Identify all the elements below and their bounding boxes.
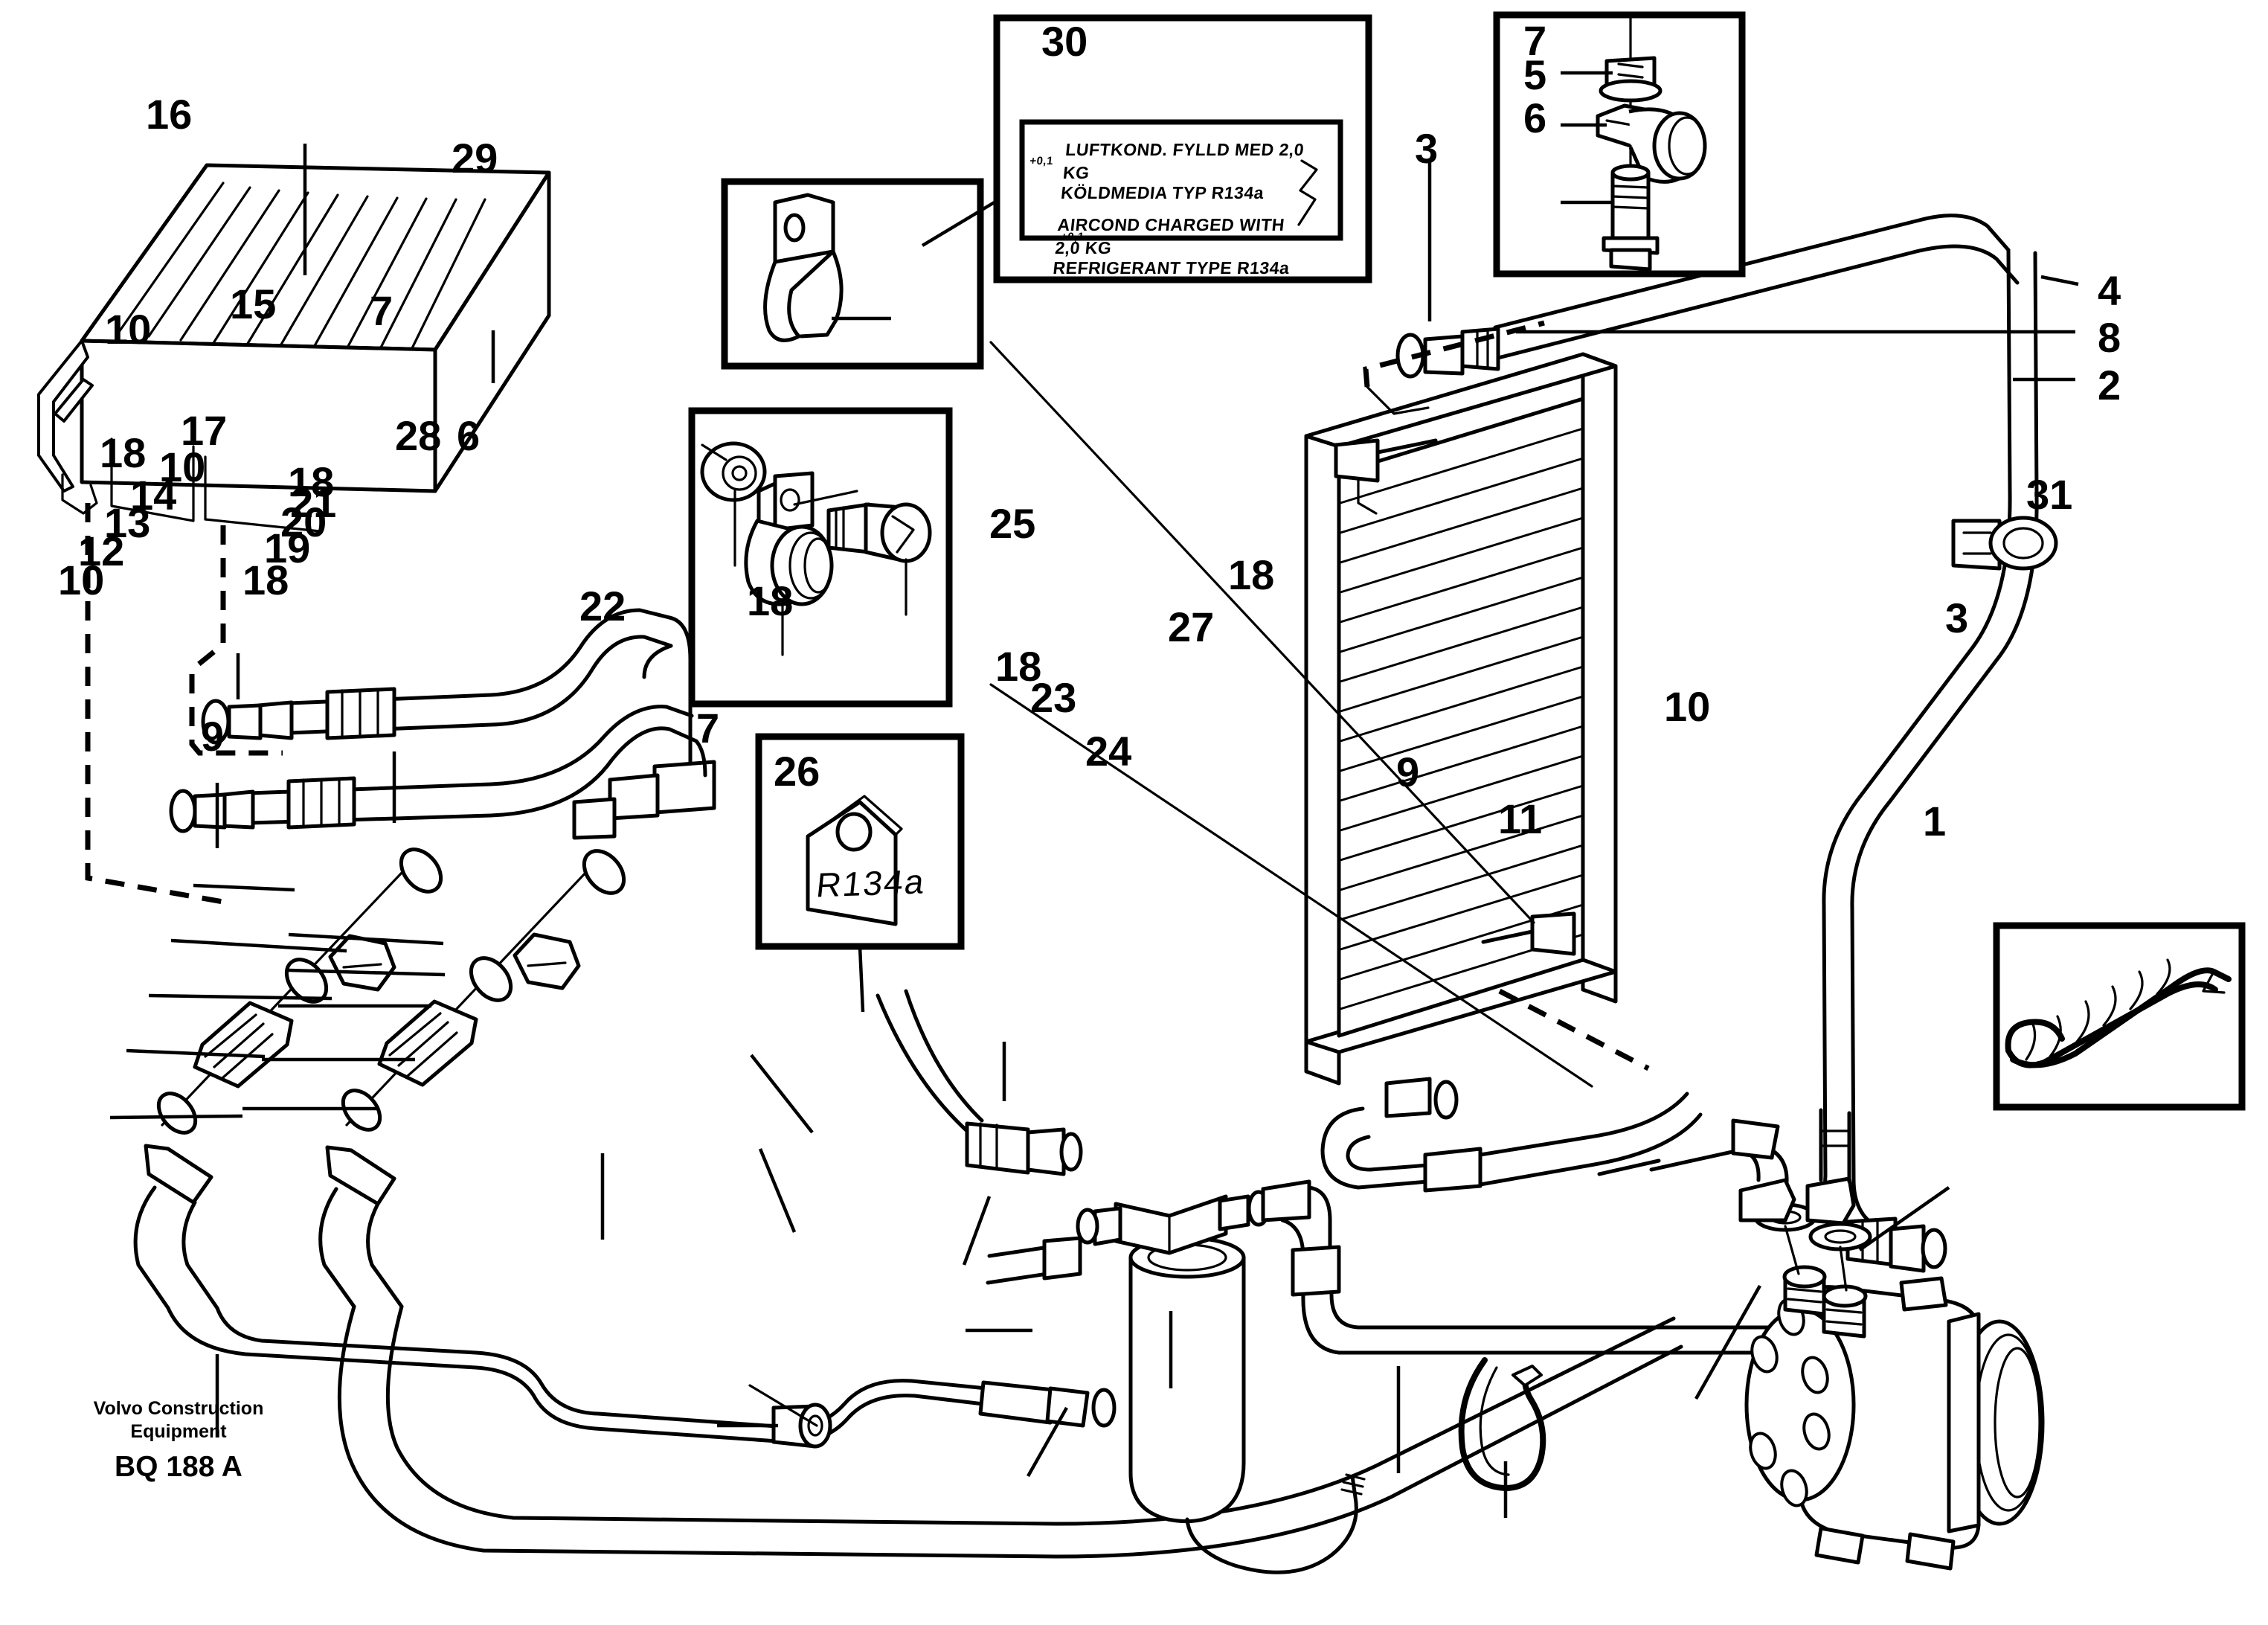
callout-20: 20 xyxy=(280,499,327,545)
leader-lines xyxy=(109,144,2079,1528)
callout-18-d: 18 xyxy=(747,577,794,624)
callout-9-a: 9 xyxy=(201,713,225,760)
fitting-stack-right xyxy=(318,849,626,1309)
r134a-plate-text: R134a xyxy=(814,862,928,905)
hose-elbows-right xyxy=(572,615,716,840)
decal-line2: KÖLDMEDIA TYP R134a xyxy=(1059,183,1265,203)
callout-2: 2 xyxy=(2098,362,2121,408)
detail-box-28 xyxy=(688,407,953,708)
callout-14: 14 xyxy=(130,472,177,519)
callout-10-c: 10 xyxy=(58,557,105,603)
condenser-8 xyxy=(1304,352,1618,1086)
callout-15: 15 xyxy=(230,281,277,327)
callout-16: 16 xyxy=(146,91,193,138)
assembly-dash-left xyxy=(85,503,224,905)
receiver-drier-23 xyxy=(748,989,1832,1574)
callout-23: 23 xyxy=(1030,674,1077,721)
fitting-stack-left xyxy=(133,847,443,1310)
decal-sup2: +0,1 xyxy=(1060,230,1085,243)
callout-7-c: 7 xyxy=(696,705,720,751)
hose-17 xyxy=(169,705,698,833)
detail-box-31 xyxy=(1993,922,2246,1111)
callout-1: 1 xyxy=(1923,798,1947,844)
callout-3-b: 3 xyxy=(1945,594,1969,641)
callout-8: 8 xyxy=(2098,314,2121,361)
detail-box-26 xyxy=(755,733,965,950)
callout-13: 13 xyxy=(104,499,151,546)
charge-decal-text: LUFTKOND. FYLLD MED 2,0 KG +0,1 KÖLDMEDIA… xyxy=(1029,138,1320,280)
callout-19: 19 xyxy=(264,525,311,571)
callout-22: 22 xyxy=(579,583,626,629)
callout-18-c: 18 xyxy=(242,557,289,603)
callout-25: 25 xyxy=(989,500,1036,547)
callout-21: 21 xyxy=(290,479,337,526)
pipe-2 xyxy=(1822,248,2058,1182)
callout-18-e: 18 xyxy=(995,643,1042,690)
callout-26: 26 xyxy=(774,748,820,795)
callout-10-d: 10 xyxy=(1664,683,1711,730)
callout-18-f: 18 xyxy=(1228,551,1275,598)
detail-box-756 xyxy=(1493,11,1746,278)
drawing-number: BQ 188 A xyxy=(115,1450,242,1483)
decal-sup1: +0,1 xyxy=(1029,155,1054,168)
callout-4: 4 xyxy=(2098,267,2121,314)
decal-line1: LUFTKOND. FYLLD MED 2,0 KG xyxy=(1061,140,1305,183)
evaporator-core-16 xyxy=(37,163,551,533)
callout-17: 17 xyxy=(181,407,228,454)
callout-27: 27 xyxy=(1168,603,1215,650)
callout-6-a: 6 xyxy=(457,412,481,459)
assembly-dash-mid xyxy=(189,525,283,756)
callout-24: 24 xyxy=(1085,728,1132,775)
sheet-footer: Volvo Construction Equipment BQ 188 A xyxy=(89,1397,268,1484)
clip-11 xyxy=(1458,1357,1546,1491)
callout-31: 31 xyxy=(2026,471,2073,518)
callout-7-b: 7 xyxy=(1523,17,1547,64)
hose-9-lower xyxy=(337,1304,1683,1559)
clamp-4 xyxy=(1951,516,2058,571)
hose-22 xyxy=(166,1306,1117,1444)
callout-18-b: 18 xyxy=(288,458,335,505)
callout-5: 5 xyxy=(1523,51,1547,98)
company-line-2: Equipment xyxy=(130,1421,227,1443)
detail-box-30 xyxy=(993,14,1372,283)
hose-15 xyxy=(201,608,673,745)
detail-box-29 xyxy=(721,178,984,370)
compressor-1 xyxy=(1597,1108,2045,1571)
callout-10-b: 10 xyxy=(159,443,206,490)
return-loop xyxy=(989,341,1703,1193)
callout-7-a: 7 xyxy=(370,287,393,334)
callout-11: 11 xyxy=(1498,795,1543,842)
callout-12: 12 xyxy=(78,528,125,574)
callout-6-b: 6 xyxy=(1523,94,1547,141)
callout-28: 28 xyxy=(395,412,442,459)
callout-10-a: 10 xyxy=(105,306,152,353)
decal-line4: REFRIGERANT TYPE R134a xyxy=(1052,258,1291,278)
decal-line3: AIRCOND CHARGED WITH 2,0 KG xyxy=(1054,215,1286,258)
callout-30: 30 xyxy=(1041,18,1088,65)
callout-18-a: 18 xyxy=(100,429,147,476)
condenser-inlet-pipe xyxy=(1363,214,2020,415)
callout-9-b: 9 xyxy=(1396,749,1420,795)
callout-3-a: 3 xyxy=(1415,125,1439,172)
company-line-1: Volvo Construction xyxy=(93,1398,264,1419)
callout-29: 29 xyxy=(452,135,498,182)
